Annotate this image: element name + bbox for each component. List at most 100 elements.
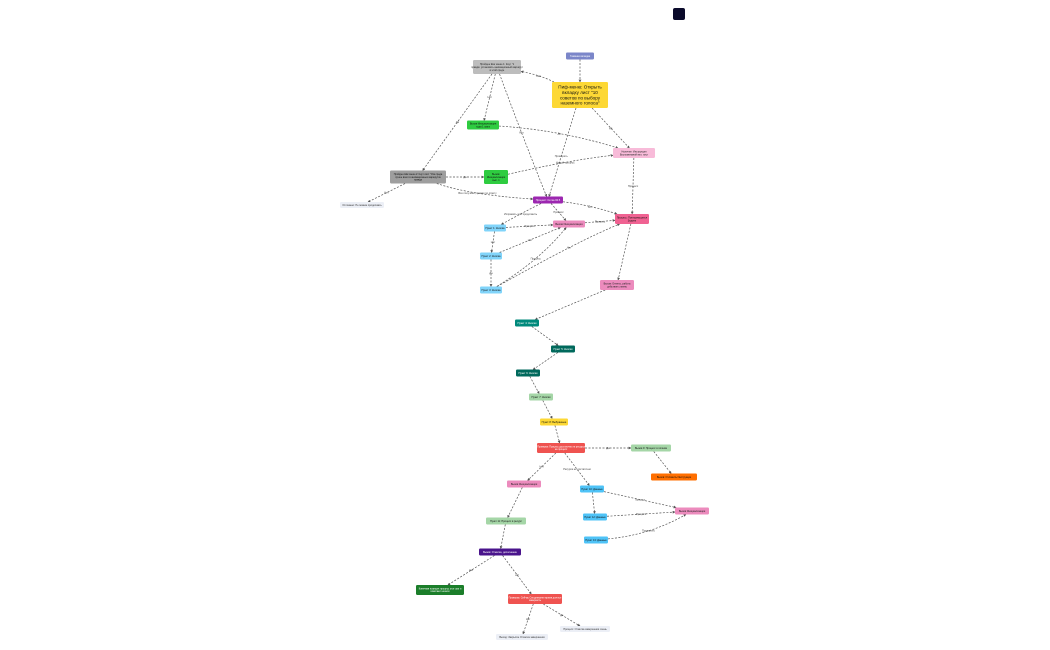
node-bottom-left[interactable]: Выход: Закрытие Отметка завершения <box>496 634 548 640</box>
node-label: Процесс: Отметка завершения очень <box>563 628 607 631</box>
node-label: наземного голоса" <box>560 101 599 106</box>
edge-n_red1-to-n_pink_init2 <box>527 452 557 481</box>
node-grey-mid[interactable]: Пройден Шаг меню 2: Кнут лист "Эта среда… <box>390 170 446 184</box>
edge-label: Ресурса не достаточно <box>563 467 591 471</box>
edge-label: Нет <box>469 568 474 572</box>
edge-label: Да <box>456 120 460 124</box>
node-box <box>486 517 526 525</box>
node-teal2[interactable]: Пункт 5: Кнопки <box>551 345 575 353</box>
node-left-note[interactable]: Отложено: Не можем продолжать <box>340 202 384 208</box>
node-sky3[interactable]: Пункт 13: Данные <box>584 536 608 544</box>
node-lg-right[interactable]: Вызов 9: Процесс в полном <box>631 444 671 452</box>
node-box <box>675 507 709 515</box>
node-label: Вызов Инициализация <box>555 222 583 226</box>
node-teal1[interactable]: Пункт 4: Кнопки <box>515 319 539 327</box>
node-sky2[interactable]: Пункт 12: Данные <box>583 513 607 521</box>
node-box <box>508 594 562 604</box>
node-box <box>553 220 585 228</box>
edge-n_yellow-to-n_grey_top <box>520 70 555 83</box>
edge-n_grey_top-to-n_grey_mid <box>422 73 493 171</box>
node-indigo[interactable]: Вызов: Отметка, дополнение <box>479 548 521 556</box>
edge-label: Проверить <box>642 529 656 533</box>
node-label: действие с меню <box>607 285 627 288</box>
node-label: Проверка: Процесс достаточно ли ресурса <box>537 445 585 448</box>
node-box <box>615 214 649 224</box>
node-box <box>566 52 594 60</box>
node-label: Пройден Шаг меню 1: Кнут "1 <box>480 63 515 66</box>
node-pink-init[interactable]: Вызов Инициализация <box>553 220 585 228</box>
node-box <box>515 319 539 327</box>
edge-label: Процесс <box>635 497 646 501</box>
node-lb2[interactable]: Пункт 2: Кнопка <box>480 252 502 260</box>
edge-label: Да <box>606 446 610 450</box>
node-label: Наличие: Инструкция <box>622 150 648 153</box>
node-box <box>473 60 521 74</box>
node-top-tab[interactable]: Главная вкладка <box>566 52 594 60</box>
node-label: Главная вкладка <box>570 54 591 58</box>
edge-n_lb1-to-n_lb2 <box>490 231 495 253</box>
node-pink-init2[interactable]: Вызов Инициализация <box>507 480 541 488</box>
node-label: помогают начало <box>430 590 450 593</box>
node-purple[interactable]: Процесс: Сетка 02.5 <box>533 196 563 204</box>
node-orange[interactable]: Вызов: Отложить Инструкции <box>651 473 697 481</box>
edge-label: Процесс <box>553 210 564 214</box>
node-lg1[interactable]: Пункт 7: Кнопки <box>529 393 553 401</box>
edge-label: Нет <box>519 131 524 135</box>
edge-label: Процесс <box>531 256 542 260</box>
node-sky1[interactable]: Пункт 10: Данные <box>580 485 604 493</box>
node-label: Вызов Инициализация <box>470 122 497 125</box>
edge-label: Да <box>560 613 564 617</box>
edge-n_lg1-to-n_y2 <box>542 400 553 419</box>
edge-n_teal1-to-n_teal2 <box>531 326 559 346</box>
node-bottom-right[interactable]: Процесс: Отметка завершения очень <box>560 626 610 632</box>
edge-label: Да <box>489 271 493 275</box>
edge-n_purple-to-n_lb1 <box>500 203 542 225</box>
node-label: Вызов 9: Процесс в полном <box>635 447 667 450</box>
node-y2[interactable]: Пункт 8: Выбранные <box>540 418 568 426</box>
node-label: Воспоминаний вкл. лист <box>620 153 649 156</box>
node-label: Пункт 12: Данные <box>584 515 606 519</box>
node-box <box>484 224 506 232</box>
node-label: Вызов Инициализация <box>511 483 538 486</box>
node-label: Отложено: Не можем продолжать <box>342 204 382 207</box>
node-label: хода 1 шага <box>476 125 490 128</box>
node-lb1[interactable]: Пункт 1: Кнопка <box>484 224 506 232</box>
node-box <box>540 418 568 426</box>
edge-n_yellow-to-n_pink_right <box>591 107 630 149</box>
node-box <box>529 393 553 401</box>
edge-label: Да <box>463 175 467 179</box>
node-box <box>416 585 464 595</box>
node-red2[interactable]: Проверка: Сейчас Сегодняшнее время для в… <box>508 594 562 604</box>
edge-label: Новый процесс <box>556 160 575 164</box>
node-lb3[interactable]: Пункт 3: Кнопка <box>480 286 502 294</box>
edge-label: Все получено; правки по ответу <box>458 191 497 195</box>
node-box <box>467 120 499 130</box>
edge-n_indigo-to-n_red2 <box>502 555 532 595</box>
node-label: Пункт 11: Процесс в ресурс <box>490 520 523 523</box>
node-label: Вызов: <box>492 173 500 176</box>
node-label: Пункт 1: Кнопка <box>486 226 506 230</box>
edge-n_teal3-to-n_lg1 <box>529 376 540 394</box>
edge-label: Нет <box>528 238 533 242</box>
node-teal3[interactable]: Пункт 6: Кнопки <box>516 369 540 377</box>
node-forest[interactable]: Конечная позиция: процесс этот шаг ипомо… <box>416 585 464 595</box>
node-box <box>479 548 521 556</box>
node-pink-far[interactable]: Вызов Инициализация <box>675 507 709 515</box>
node-label: Вызов Инициализация <box>679 510 706 513</box>
node-label: Вызов: Отложить Инструкции <box>657 476 692 479</box>
node-box <box>584 536 608 544</box>
node-red1[interactable]: Проверка: Процесс достаточно ли ресурсан… <box>537 443 585 453</box>
node-label: Процесс: Повторяющиеся <box>617 216 648 219</box>
node-lg2[interactable]: Пункт 11: Процесс в ресурс <box>486 517 526 525</box>
edge-n_pink_work-to-n_teal1 <box>534 289 606 320</box>
edge-n_lg_right-to-n_orange <box>653 451 672 474</box>
